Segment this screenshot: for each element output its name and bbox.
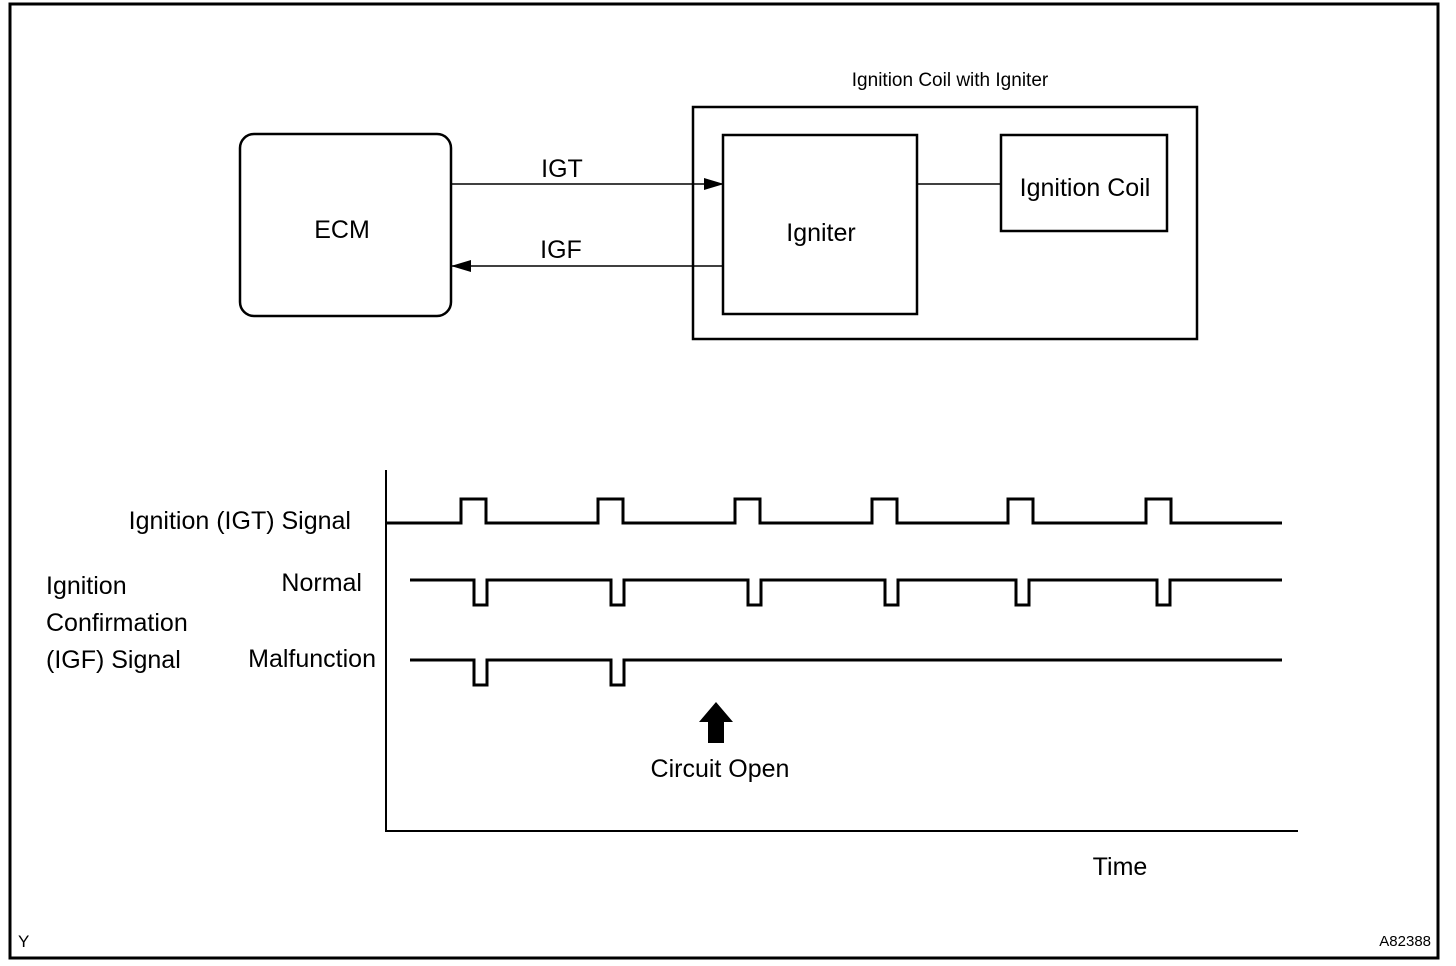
igf-signal-label-line-3: (IGF) Signal [46,646,181,674]
group-title: Ignition Coil with Igniter [852,70,1049,91]
time-axis-label: Time [1093,853,1148,881]
igt-signal-label: Ignition (IGT) Signal [129,507,351,535]
footer-left-mark: Y [18,932,29,951]
circuit-open-arrow-icon [699,702,733,743]
ecm-block [238,132,453,318]
igt-signal-waveform [386,497,1282,525]
igniter-block [721,133,919,316]
igf-label: IGF [540,236,582,264]
ecm-label: ECM [314,216,370,244]
ignition-coil-label: Ignition Coil [1020,174,1151,202]
circuit-open-label: Circuit Open [651,755,790,783]
outer-frame [8,2,1440,960]
normal-label: Normal [281,569,362,597]
igf-signal-label-line-1: Ignition [46,572,127,600]
igf-signal-label-line-2: Confirmation [46,609,188,637]
igf-normal-waveform [410,578,1282,607]
ignition-coil-block [999,133,1169,233]
igf-malfunction-waveform [410,658,1282,687]
figure-id: A82388 [1379,933,1431,950]
malfunction-label: Malfunction [248,645,376,673]
igniter-label: Igniter [786,219,855,247]
igt-label: IGT [541,155,583,183]
timing-axes [385,470,1298,832]
ignition-coil-with-igniter-group [691,105,1199,341]
